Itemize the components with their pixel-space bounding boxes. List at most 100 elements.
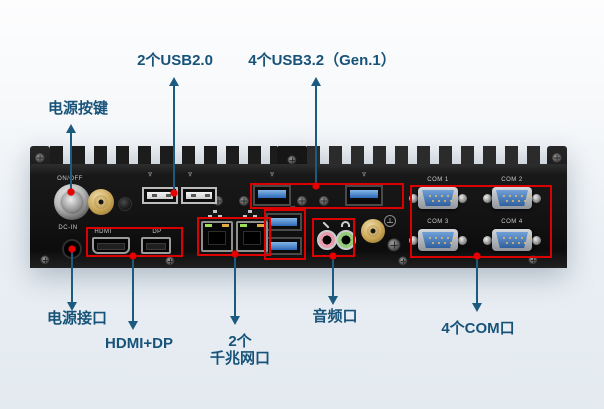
db9-face bbox=[496, 190, 528, 206]
callout-power-button: 电源按键 bbox=[47, 100, 109, 117]
hdmi-port[interactable] bbox=[92, 237, 130, 254]
usb2-port-1[interactable] bbox=[142, 187, 178, 204]
db9-face bbox=[422, 190, 454, 206]
usb-icon: ♆ bbox=[146, 169, 154, 179]
ground-icon bbox=[384, 215, 396, 227]
leader-line-audio bbox=[332, 257, 334, 296]
leader-dot-power-jack bbox=[68, 245, 76, 253]
db9-nut bbox=[409, 194, 418, 203]
leader-dot-com bbox=[473, 252, 481, 260]
db9-nut bbox=[483, 194, 492, 203]
reset-jack bbox=[118, 197, 132, 211]
leader-line-usb2 bbox=[173, 85, 175, 193]
screw-icon bbox=[35, 153, 45, 163]
screw-icon bbox=[528, 255, 538, 265]
screw-icon bbox=[40, 255, 50, 265]
usb-icon: ♆ bbox=[360, 169, 368, 179]
usb3-port-2[interactable] bbox=[345, 185, 383, 206]
callout-audio: 音频口 bbox=[312, 308, 358, 325]
usb-icon: ♆ bbox=[268, 169, 276, 179]
db9-pins bbox=[503, 195, 505, 197]
heatsink-fins-right bbox=[307, 146, 547, 165]
leader-dot-usb3 bbox=[312, 182, 320, 190]
lan-port-1[interactable] bbox=[201, 221, 233, 252]
industrial-pc-chassis: ON/OFF DC-IN HDMI DP ♆ ♆ ♆ ♆ ♆ bbox=[30, 146, 567, 268]
db9-pins bbox=[432, 200, 434, 202]
headphone-jack[interactable] bbox=[336, 230, 356, 250]
com-port-2[interactable] bbox=[483, 187, 541, 209]
outline-com-ports bbox=[410, 185, 552, 258]
com-port-1[interactable] bbox=[409, 187, 467, 209]
leader-line-power-jack bbox=[71, 250, 73, 302]
usb2-port-2[interactable] bbox=[181, 187, 217, 204]
db9-face bbox=[422, 232, 454, 248]
outline-usb3-stack bbox=[264, 209, 306, 260]
callout-lan-name: 千兆网口 bbox=[209, 350, 271, 367]
db9-pins bbox=[503, 237, 505, 239]
lan-port-2[interactable] bbox=[236, 221, 268, 252]
com-port-4[interactable] bbox=[483, 229, 541, 251]
callout-power-jack: 电源接口 bbox=[46, 310, 108, 327]
screw-icon bbox=[239, 196, 249, 206]
callout-usb2: 2个USB2.0 bbox=[137, 52, 213, 69]
db9-nut bbox=[458, 236, 467, 245]
panel-label-com1: COM 1 bbox=[427, 177, 449, 183]
usb3-tongue bbox=[271, 242, 297, 250]
screw-icon bbox=[297, 196, 307, 206]
panel-label-dc-in: DC-IN bbox=[58, 225, 78, 231]
callout-lan: 2个 千兆网口 bbox=[210, 333, 270, 367]
lan-led-green bbox=[240, 224, 247, 227]
panel-label-com3: COM 3 bbox=[427, 219, 449, 225]
panel-label-hdmi: HDMI bbox=[94, 229, 112, 235]
com-port-3[interactable] bbox=[409, 229, 467, 251]
db9-face bbox=[496, 232, 528, 248]
leader-arrow-audio bbox=[328, 296, 338, 305]
leader-dot-audio bbox=[329, 252, 337, 260]
db9-pins bbox=[429, 237, 431, 239]
db9-nut bbox=[532, 236, 541, 245]
leader-line-usb3 bbox=[315, 85, 317, 186]
dp-port[interactable] bbox=[141, 237, 171, 254]
leader-dot-power-button bbox=[67, 188, 75, 196]
outline-usb3-row bbox=[250, 183, 404, 209]
usb2-tongue bbox=[186, 192, 212, 199]
usb3-tongue bbox=[258, 190, 286, 198]
leader-line-com bbox=[476, 257, 478, 303]
leader-arrow-hdmi-dp bbox=[128, 321, 138, 330]
db9-nut bbox=[532, 194, 541, 203]
leader-arrow-usb2 bbox=[169, 77, 179, 86]
screw-icon bbox=[319, 196, 329, 206]
usb3-tongue bbox=[350, 190, 378, 198]
leader-dot-lan bbox=[231, 250, 239, 258]
db9-nut bbox=[483, 236, 492, 245]
leader-arrow-usb3 bbox=[311, 77, 321, 86]
headphone-icon bbox=[341, 221, 350, 227]
db9-nut bbox=[409, 236, 418, 245]
antenna-sma-connector bbox=[361, 219, 385, 243]
ethernet-icon bbox=[248, 210, 252, 213]
callout-lan-count: 2个 bbox=[228, 333, 252, 350]
db9-nut bbox=[458, 194, 467, 203]
leader-line-power-button bbox=[70, 132, 72, 192]
leader-line-hdmi-dp bbox=[132, 257, 134, 321]
panel-label-dp: DP bbox=[152, 229, 162, 235]
panel-label-com2: COM 2 bbox=[501, 177, 523, 183]
usb2-tongue bbox=[147, 192, 173, 199]
db9-pins bbox=[429, 195, 431, 197]
callout-hdmi-dp: HDMI+DP bbox=[105, 335, 173, 352]
db9-pins bbox=[506, 242, 508, 244]
screw-icon bbox=[213, 196, 223, 206]
power-button[interactable] bbox=[54, 184, 90, 220]
screw-icon bbox=[552, 153, 562, 163]
leader-dot-usb2 bbox=[170, 189, 178, 197]
rj45-slot bbox=[208, 231, 226, 245]
db9-pins bbox=[432, 242, 434, 244]
ethernet-icon bbox=[213, 210, 217, 213]
grounding-screw bbox=[387, 238, 401, 252]
heatsink-fins-left bbox=[50, 146, 277, 165]
usb3-port-1[interactable] bbox=[253, 185, 291, 206]
usb3-port-3[interactable] bbox=[266, 213, 302, 231]
callout-com: 4个COM口 bbox=[441, 320, 515, 337]
leader-line-lan bbox=[234, 255, 236, 316]
